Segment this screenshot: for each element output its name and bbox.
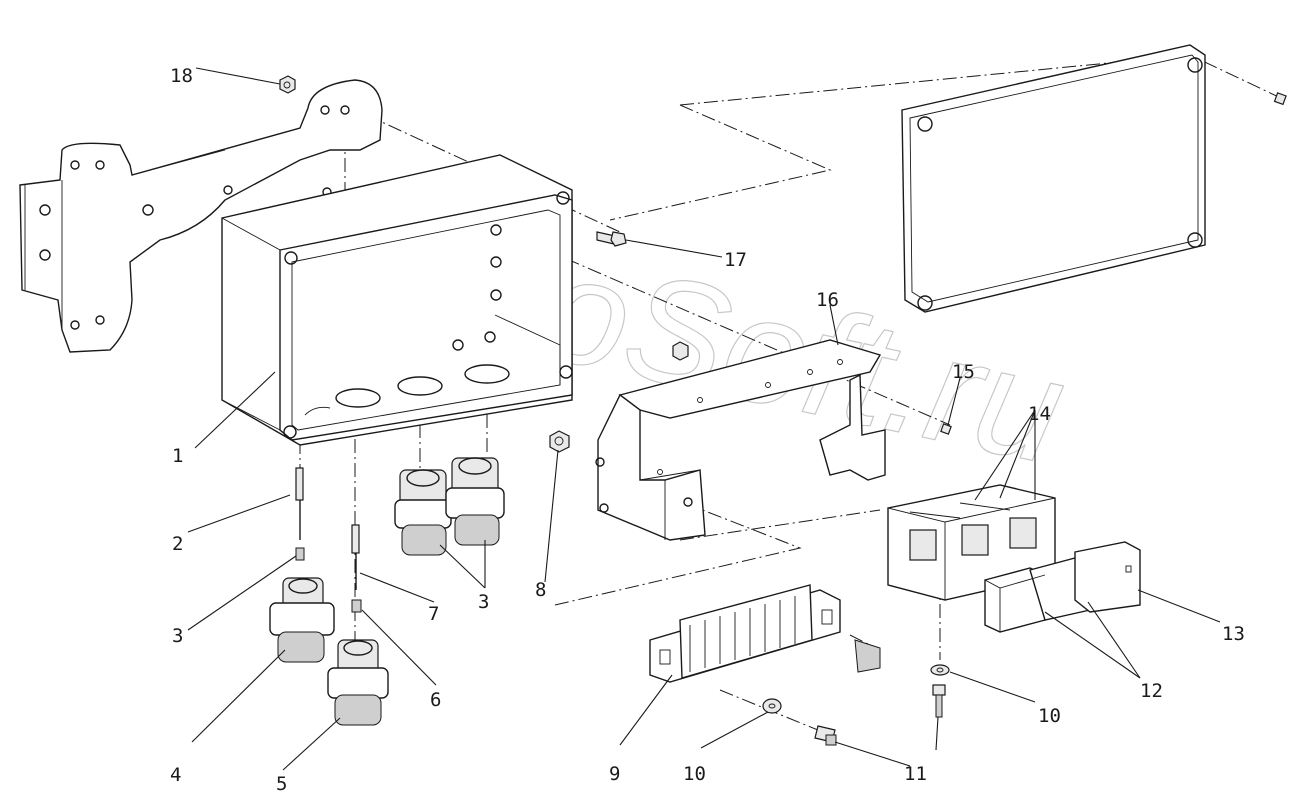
callout-9: 9: [609, 763, 620, 785]
callout-6: 6: [430, 689, 441, 711]
callout-1: 1: [172, 445, 183, 467]
connector-4: [269, 577, 335, 663]
terminal-pin-7: [351, 524, 360, 590]
callout-13: 13: [1222, 623, 1245, 645]
mounting-bracket: [19, 79, 383, 353]
connector-5: [327, 639, 389, 726]
callout-7: 7: [428, 603, 439, 625]
nut-top-bracket: [672, 341, 689, 361]
seal-6: [351, 599, 362, 613]
blade-fuse: [854, 639, 881, 673]
callout-3-right: 3: [478, 591, 489, 613]
relays-12-13: [984, 541, 1141, 633]
relay-sockets-14: [887, 484, 1056, 601]
callout-18: 18: [170, 65, 193, 87]
terminal-pin-2: [295, 467, 305, 561]
callout-10-left: 10: [683, 763, 706, 785]
enclosure-lid: [901, 44, 1206, 313]
callout-8: 8: [535, 579, 546, 601]
leader-lines: [187, 67, 1221, 771]
screw-15: [940, 423, 952, 435]
callout-labels: 18 1 2 3 4 5 6 7 3 8 9 10 11 10 12 13 14…: [170, 65, 1245, 795]
washer-10-right: [930, 664, 950, 676]
callout-4: 4: [170, 764, 181, 786]
callout-2: 2: [172, 533, 183, 555]
screw-11: [814, 725, 837, 746]
washer-10-left: [762, 698, 782, 714]
fuse-block-9: [649, 584, 841, 683]
callout-15: 15: [952, 361, 975, 383]
callout-3-left: 3: [172, 625, 183, 647]
lid-screw: [1273, 92, 1287, 106]
callout-12: 12: [1140, 680, 1163, 702]
callout-16: 16: [816, 289, 839, 311]
relay-bracket-16: [595, 339, 886, 541]
nut-8: [549, 430, 570, 453]
callout-17: 17: [724, 249, 747, 271]
callout-5: 5: [276, 773, 287, 795]
enclosure-box: [221, 154, 573, 446]
screw-17: [596, 231, 627, 247]
screw-bottom-right: [932, 684, 946, 718]
connector-pair-3: [394, 457, 505, 556]
nut-18: [279, 75, 296, 94]
callout-11: 11: [904, 763, 927, 785]
callout-10-right: 10: [1038, 705, 1061, 727]
callout-14: 14: [1028, 403, 1051, 425]
